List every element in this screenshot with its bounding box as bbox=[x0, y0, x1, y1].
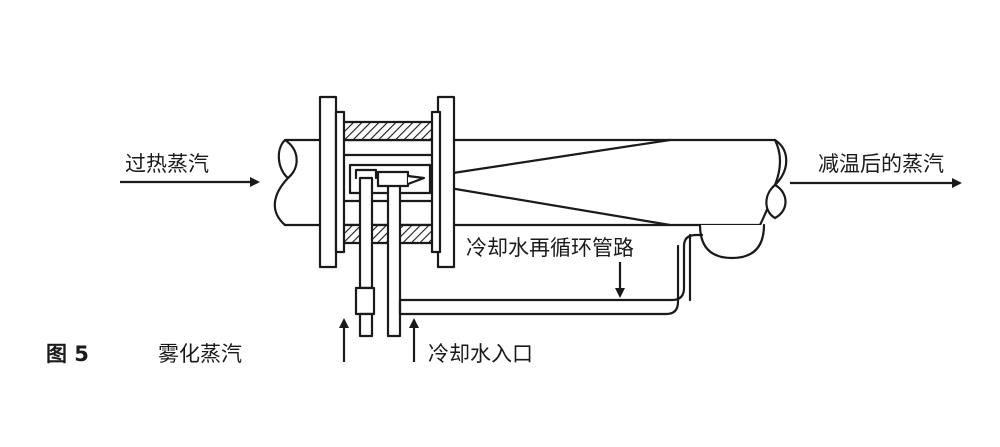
flange-left bbox=[318, 95, 346, 269]
desuperheated-steam-label: 减温后的蒸汽 bbox=[818, 152, 944, 176]
recirculation-pipe bbox=[398, 233, 704, 302]
superheated-steam-label: 过热蒸汽 bbox=[125, 152, 209, 176]
atomizing-steam-tube bbox=[354, 168, 378, 338]
cooling-water-inlet-label: 冷却水入口 bbox=[428, 342, 533, 366]
insulation-top bbox=[340, 120, 440, 142]
pipe-right-break bbox=[765, 183, 787, 220]
atomizing-steam-label: 雾化蒸汽 bbox=[158, 342, 242, 366]
cooling-water-tube bbox=[376, 170, 426, 338]
spray-cone-lower bbox=[418, 181, 672, 227]
figure-label: 图 5 bbox=[46, 342, 89, 366]
pipe-bottom-pocket bbox=[698, 223, 766, 260]
flange-right bbox=[430, 95, 456, 269]
spray-cone-upper bbox=[418, 138, 672, 180]
recirculation-pipe-label: 冷却水再循环管路 bbox=[466, 236, 634, 260]
